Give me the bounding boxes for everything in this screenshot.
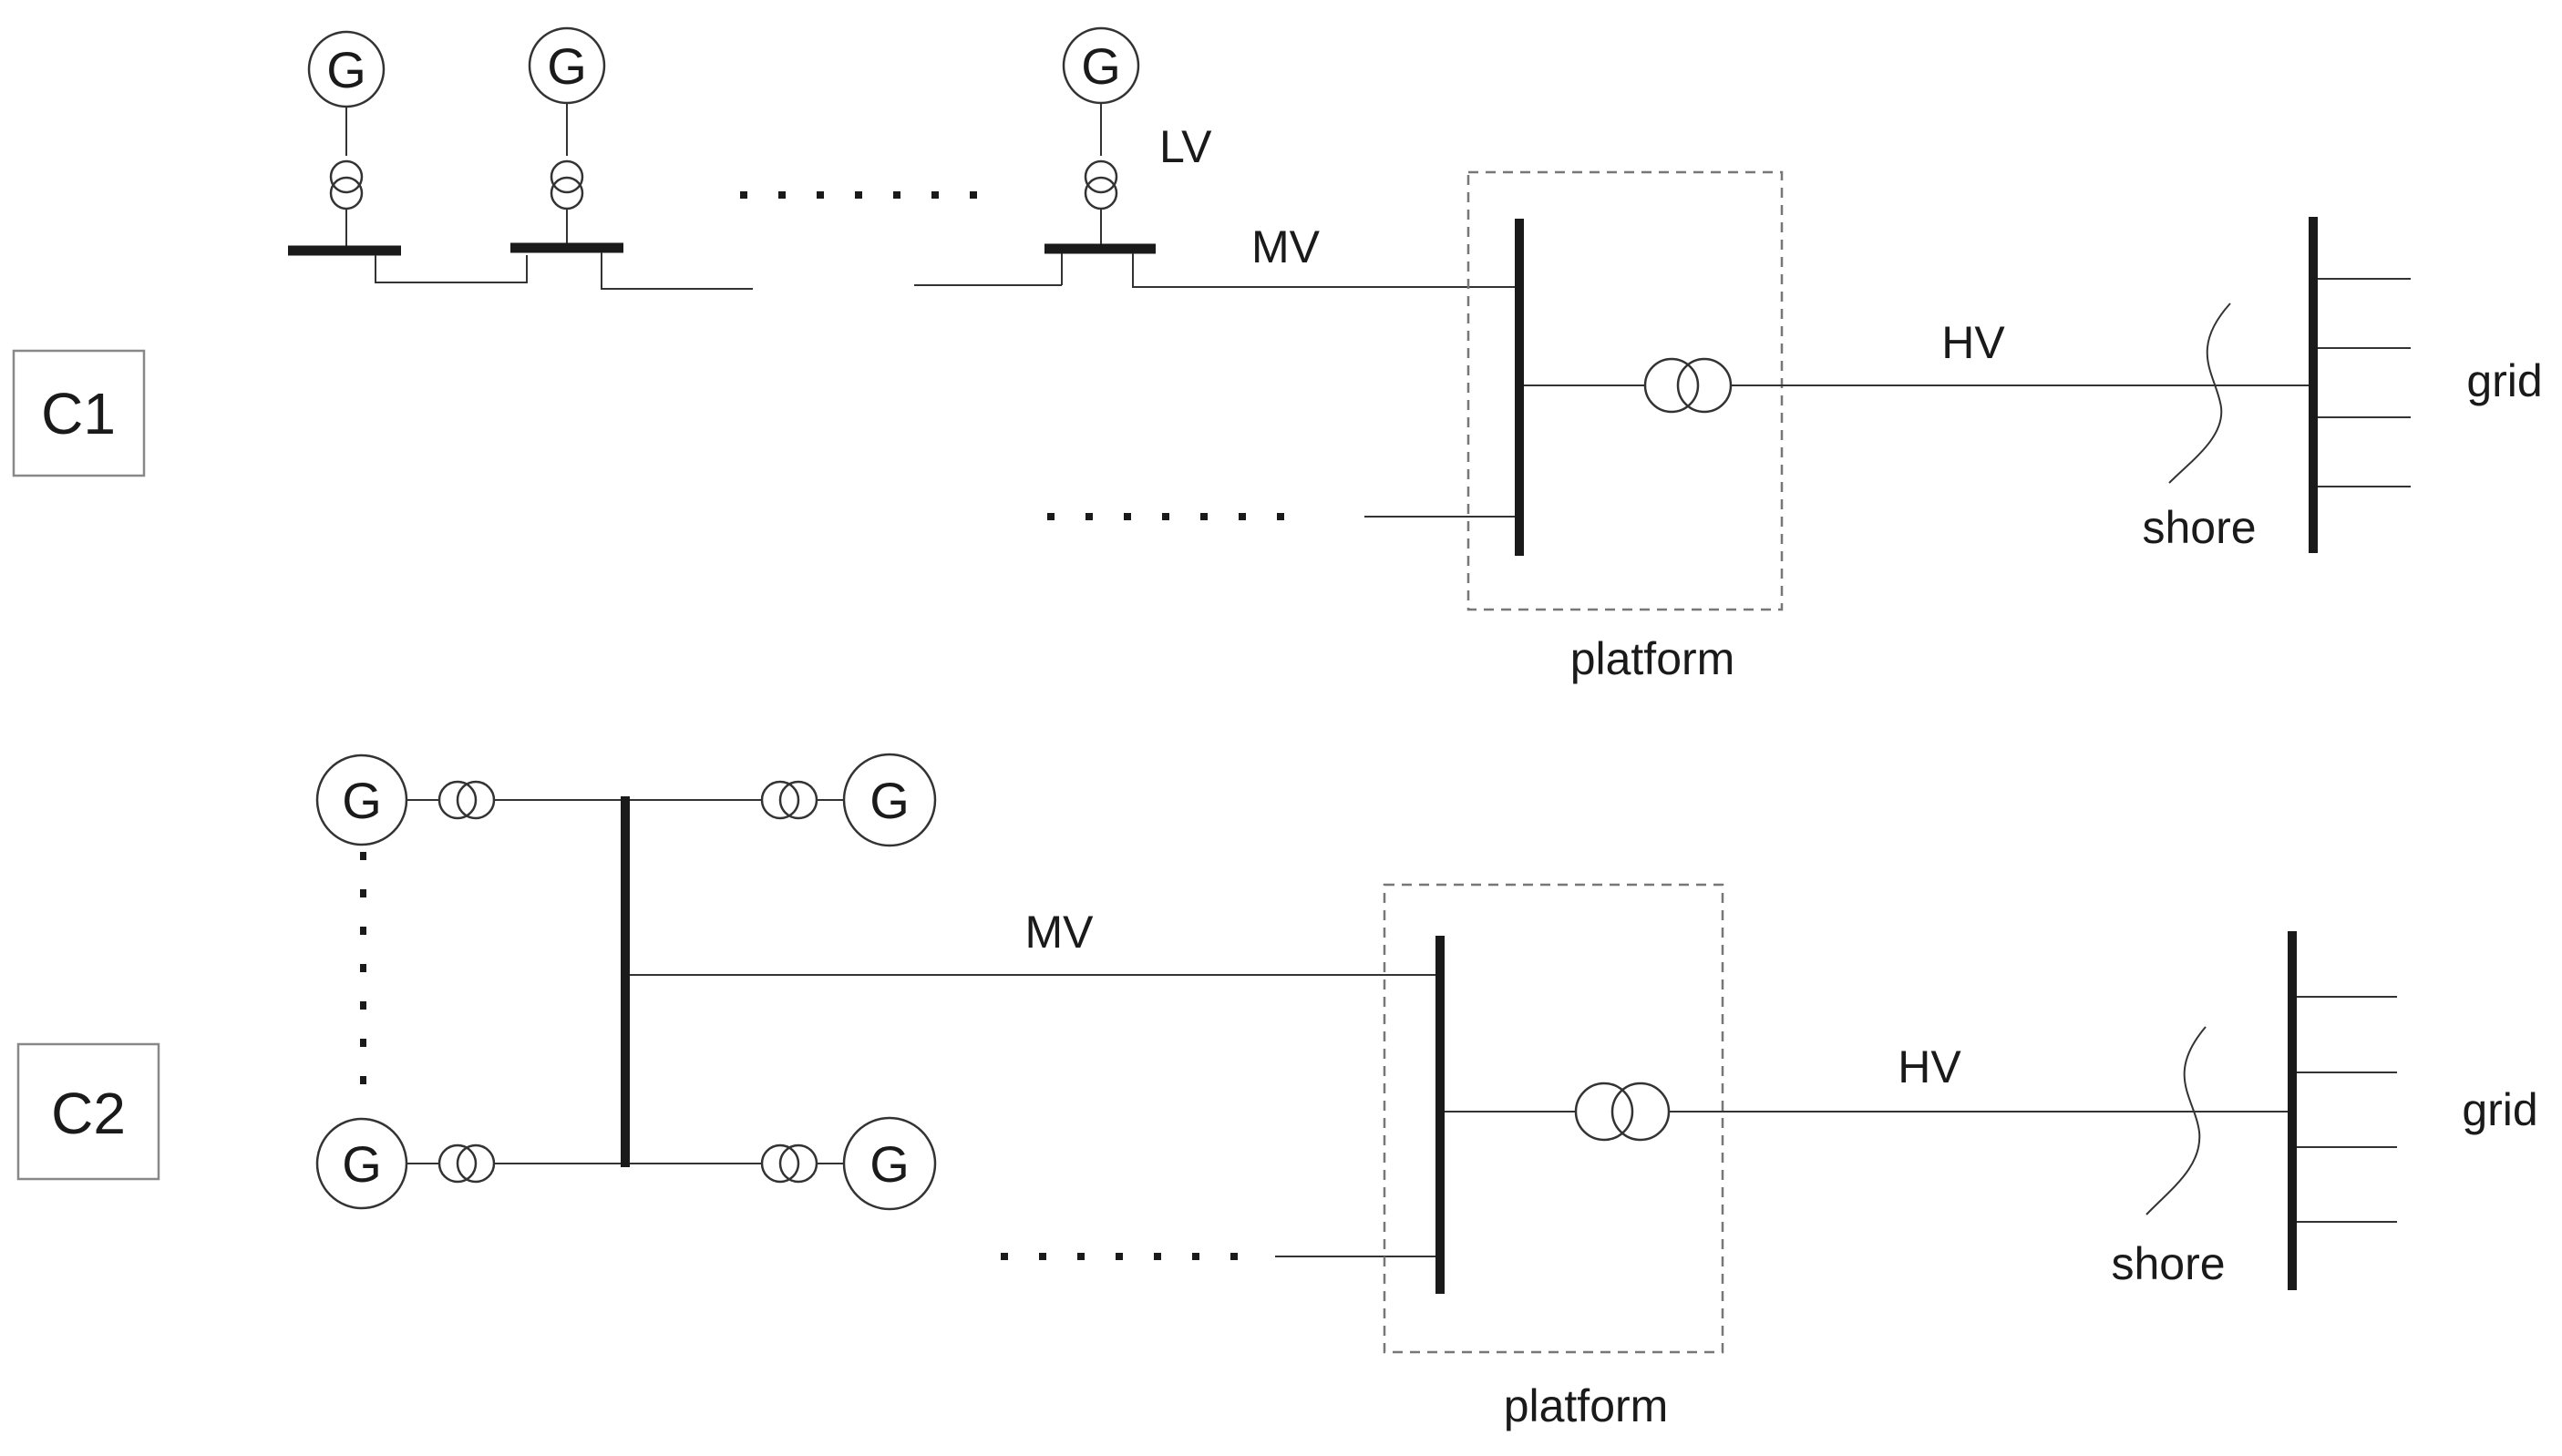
transformer-icon — [760, 1143, 818, 1184]
generator-icon — [842, 753, 937, 847]
generator-label: G — [869, 772, 910, 829]
generator-icon — [842, 1116, 937, 1211]
c1-turbine-2: G — [510, 26, 753, 290]
c1-label-box: C1 — [12, 349, 146, 477]
c2-platform: platform — [1383, 883, 1724, 1431]
c2-label-box: C2 — [16, 1042, 160, 1181]
c2-grid-label: grid — [2462, 1084, 2537, 1135]
c1-mv-label: MV — [1251, 221, 1321, 272]
c1-turbine-3: G — [914, 26, 1517, 288]
transformer-icon — [329, 159, 364, 210]
c1-label: C1 — [41, 381, 116, 446]
transformer-icon — [760, 780, 818, 820]
c1-grid-label: grid — [2466, 355, 2542, 406]
c2-shoreline — [2145, 1026, 2207, 1215]
transformer-icon — [1643, 357, 1733, 414]
c2-shore-label: shore — [2111, 1238, 2225, 1289]
platform-boundary — [1383, 883, 1724, 1354]
c2-platform-label: platform — [1504, 1380, 1669, 1431]
configuration-c1: C1 G G — [12, 26, 2543, 684]
c1-shoreline — [2168, 302, 2231, 484]
transformer-icon — [437, 1143, 496, 1184]
generator-label: G — [342, 1135, 382, 1193]
c2-label: C2 — [51, 1081, 126, 1146]
c1-platform-label: platform — [1570, 633, 1735, 684]
generator-label: G — [326, 41, 366, 98]
generator-label: G — [1081, 37, 1121, 95]
c1-string-continuation-dots — [740, 191, 977, 199]
generator-label: G — [342, 772, 382, 829]
transformer-icon — [437, 780, 496, 820]
c2-hv-label: HV — [1898, 1041, 1961, 1092]
configuration-c2: C2 G G — [16, 753, 2538, 1431]
c1-platform: platform — [1466, 170, 1784, 684]
c2-generator-continuation-dots — [360, 852, 366, 1084]
generator-label: G — [869, 1135, 910, 1193]
c1-shore-label: shore — [2142, 502, 2256, 553]
transformer-icon — [1084, 159, 1118, 210]
c1-hv-label: HV — [1941, 317, 2005, 368]
transformer-icon — [1574, 1082, 1671, 1142]
c2-mv-label: MV — [1025, 907, 1095, 958]
c1-turbine-1: G — [288, 30, 528, 283]
c1-lv-label: LV — [1159, 121, 1212, 172]
platform-boundary — [1466, 170, 1784, 611]
c1-feeder-continuation-dots — [1047, 513, 1284, 520]
c2-generator-top-right: G — [629, 753, 937, 847]
c2-grid: grid — [2288, 931, 2538, 1290]
c2-generator-bottom-right: G — [629, 1116, 937, 1211]
c2-feeder-continuation-dots — [1001, 1253, 1238, 1260]
c2-generator-top-left: G — [315, 754, 622, 846]
transformer-icon — [550, 159, 584, 210]
c1-grid: grid — [2309, 217, 2543, 553]
c2-generator-bottom-left: G — [315, 1117, 622, 1210]
generator-label: G — [547, 37, 587, 95]
